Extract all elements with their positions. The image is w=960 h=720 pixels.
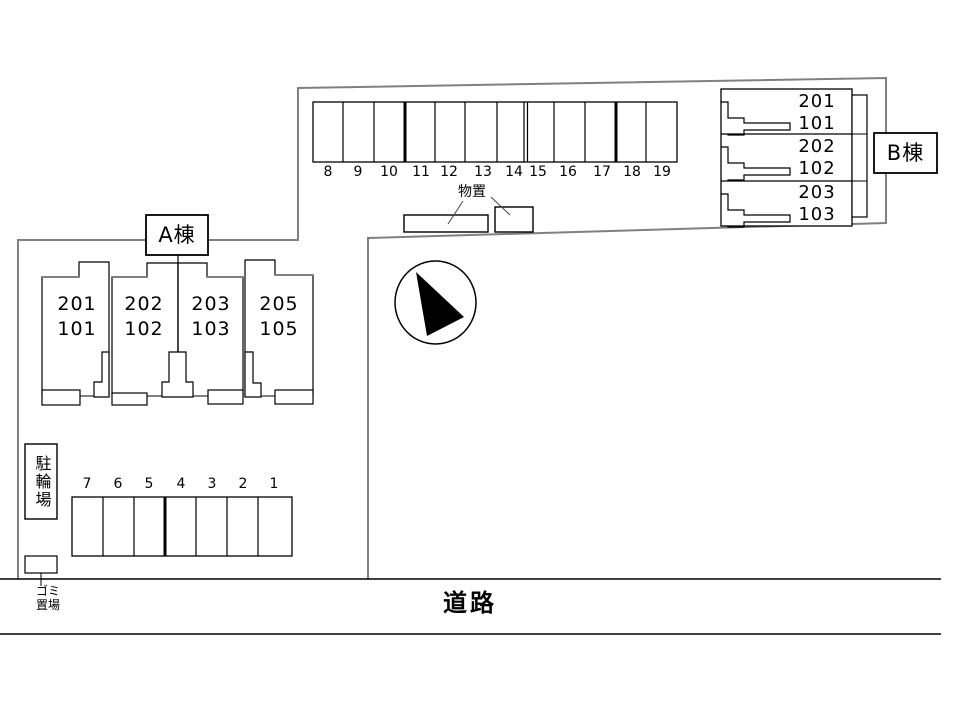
lower-stall-number: 2 (238, 476, 248, 492)
building-a-porches (41, 351, 314, 406)
lower-stall-number: 3 (207, 476, 217, 492)
top-stall-number: 8 (323, 164, 333, 180)
room-number: 102 (124, 318, 164, 340)
lower-stall-number: 5 (144, 476, 154, 492)
room-number: 101 (798, 113, 836, 134)
site-boundary-line (17, 76, 887, 579)
lower-stall-number: 6 (113, 476, 123, 492)
lower-parking-lot (71, 496, 293, 557)
room-number: 105 (259, 318, 299, 340)
storage-label: 物置 (458, 184, 486, 200)
storage-sheds (403, 206, 534, 233)
bicycle-parking-label: 駐輪場 (32, 454, 52, 509)
top-stall-number: 13 (474, 164, 492, 180)
building-b-label: B棟 (886, 140, 925, 165)
road-lines (0, 578, 941, 635)
room-number: 203 (798, 182, 836, 203)
building-b-label-box (873, 132, 938, 174)
room-number: 101 (57, 318, 97, 340)
building-a-label-box (145, 214, 209, 256)
top-stall-number: 12 (440, 164, 458, 180)
storage-leader-lines (447, 196, 511, 225)
top-stall-number: 9 (353, 164, 363, 180)
top-stall-number: 18 (623, 164, 641, 180)
top-stall-number: 11 (412, 164, 430, 180)
room-number: 203 (191, 293, 231, 315)
top-stall-number: 10 (380, 164, 398, 180)
room-number: 202 (124, 293, 164, 315)
room-number: 103 (798, 204, 836, 225)
room-number: 102 (798, 158, 836, 179)
lower-stall-number: 1 (269, 476, 279, 492)
lower-stall-number: 7 (82, 476, 92, 492)
building-a-label: A棟 (158, 222, 196, 247)
road-label: 道路 (443, 589, 497, 617)
room-number: 201 (798, 91, 836, 112)
room-number: 205 (259, 293, 299, 315)
top-stall-number: 19 (653, 164, 671, 180)
building-b (720, 88, 868, 228)
north-arrow-icon (394, 260, 477, 345)
garbage-area (24, 555, 58, 586)
top-stall-number: 17 (593, 164, 611, 180)
top-stall-number: 14 (505, 164, 523, 180)
room-number: 103 (191, 318, 231, 340)
building-b-entry-stairs (721, 101, 791, 228)
top-stall-number: 16 (559, 164, 577, 180)
top-parking-lot (312, 101, 678, 163)
room-number: 202 (798, 136, 836, 157)
room-number: 201 (57, 293, 97, 315)
bicycle-parking-box (24, 443, 58, 520)
lower-stall-number: 4 (176, 476, 186, 492)
building-a-grey-edges (42, 274, 313, 397)
garbage-label: ゴミ 置場 (35, 584, 61, 613)
top-stall-number: 15 (529, 164, 547, 180)
